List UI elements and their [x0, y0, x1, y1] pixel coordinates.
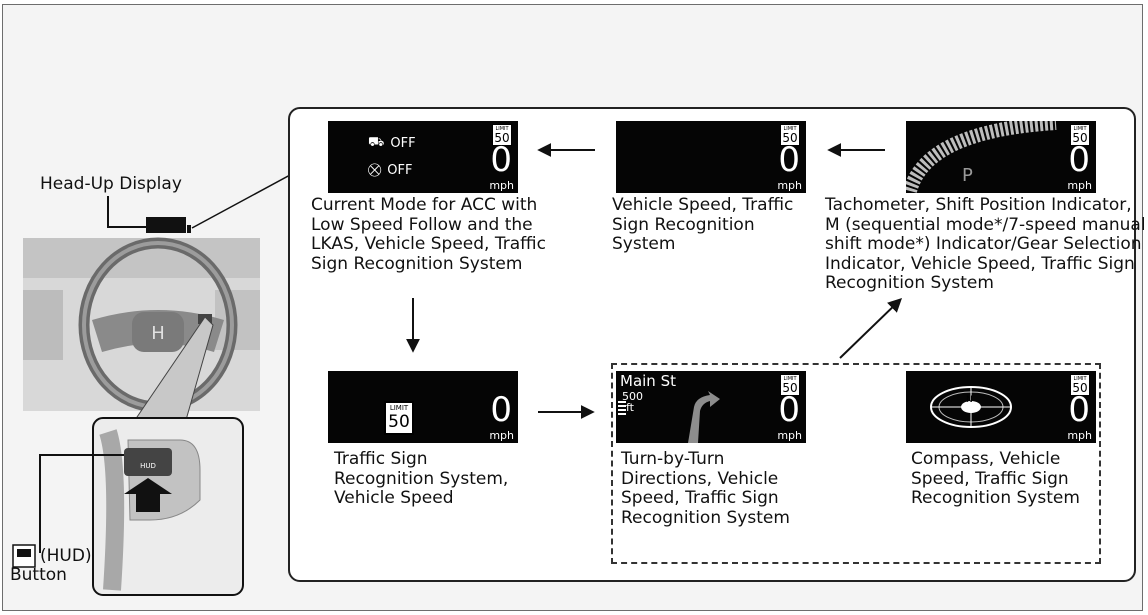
- button-label: Button: [10, 565, 67, 585]
- compass-heading: N: [966, 395, 973, 405]
- svg-text:H: H: [151, 323, 165, 344]
- speed-unit: mph: [489, 179, 514, 192]
- vehicle-speed: 0: [778, 140, 800, 180]
- compass-icon: [930, 386, 1012, 428]
- acc-status: ⛟OFF: [368, 135, 416, 151]
- svg-text:HUD: HUD: [140, 462, 156, 470]
- street-name: Main St: [620, 372, 676, 390]
- speed-unit: mph: [489, 429, 514, 442]
- turn-distance: 500: [622, 390, 643, 403]
- lkas-icon: ⛒: [368, 163, 382, 178]
- turn-distance-unit: ft: [626, 401, 634, 414]
- shift-position: P: [962, 165, 973, 186]
- vehicle-speed: 0: [778, 390, 800, 430]
- steering-wheel-illustration: H HUD: [12, 174, 290, 596]
- lkas-status: ⛒OFF: [368, 163, 413, 178]
- speed-unit: mph: [1067, 179, 1092, 192]
- turn-arrow-icon: [688, 391, 720, 443]
- head-up-display-label: Head-Up Display: [40, 174, 182, 194]
- vehicle-speed: 0: [490, 390, 512, 430]
- caption-tachometer: Tachometer, Shift Position Indicator,M (…: [825, 195, 1146, 294]
- speed-unit: mph: [777, 179, 802, 192]
- tachometer-arc: [906, 121, 1057, 193]
- vehicle-speed: 0: [1068, 390, 1090, 430]
- speed-unit: mph: [1067, 429, 1092, 442]
- vehicle-speed: 0: [1068, 140, 1090, 180]
- speed-unit: mph: [777, 429, 802, 442]
- distance-bar-icon: [618, 401, 626, 415]
- acc-icon: ⛟: [368, 135, 385, 150]
- vehicle-speed: 0: [490, 140, 512, 180]
- navigation-group-box: [611, 363, 1101, 564]
- hud-label: (HUD): [40, 546, 92, 566]
